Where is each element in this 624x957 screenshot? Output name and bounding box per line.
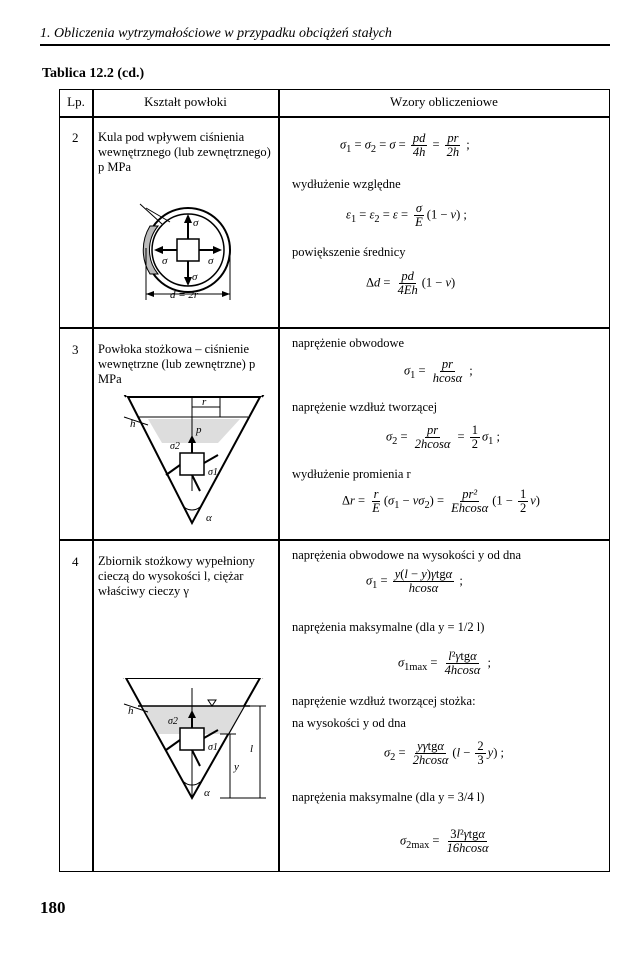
table-caption: Tablica 12.2 (cd.): [42, 66, 145, 81]
label-hoop-stress: naprężenie obwodowe: [292, 336, 405, 350]
running-header: 1. Obliczenia wytrzymałościowe w przypad…: [40, 26, 392, 41]
row-divider: [60, 539, 609, 541]
label-relative-elongation: wydłużenie względne: [292, 177, 401, 191]
sigma-label: σ: [192, 271, 198, 283]
column-header-formulas: Wzory obliczeniowe: [390, 94, 498, 109]
sphere-figure: σ σ σ σ d = 2r: [139, 203, 231, 301]
row-divider: [60, 116, 609, 118]
alpha-label: α: [206, 512, 212, 524]
row-shape-description: Kula pod wpływem ciśnienia wewnętrznego …: [98, 130, 271, 174]
diameter-label: d = 2r: [170, 289, 199, 301]
row-shape-description: Zbiornik stożkowy wypełniony cieczą do w…: [98, 554, 255, 598]
radius-label: r: [202, 396, 207, 408]
sigma-label: σ: [162, 255, 168, 267]
label-max-stress-2: naprężenia maksymalne (dla y = 3/4 l): [292, 790, 485, 804]
label-hoop-stress-at-y: naprężenia obwodowe na wysokości y od dn…: [292, 548, 522, 562]
label-radius-elongation: wydłużenie promienia r: [292, 467, 411, 481]
row-number: 3: [72, 342, 79, 357]
header-rule: [40, 44, 610, 46]
cone-liquid-figure: h σ2 σ1 α l y: [122, 678, 266, 801]
formula-table: Lp. Kształt powłoki Wzory obliczeniowe 2…: [59, 89, 610, 872]
label-diameter-increase: powiększenie średnicy: [292, 245, 406, 259]
pressure-label: p: [195, 424, 202, 436]
thickness-label: h: [128, 705, 134, 717]
sigma-label: σ: [208, 255, 214, 267]
sigma2-label: σ2: [168, 716, 178, 727]
label-meridional-stress: naprężenie wzdłuż tworzącej: [292, 400, 438, 414]
sigma1-label: σ1: [208, 467, 218, 478]
thickness-label: h: [130, 418, 136, 430]
sigma-label: σ: [193, 217, 199, 229]
col-divider: [92, 90, 94, 871]
row-number: 2: [72, 130, 79, 145]
column-header-shape: Kształt powłoki: [144, 94, 227, 109]
row-number: 4: [72, 554, 79, 569]
row-shape-description: Powłoka stożkowa – ciśnienie wewnętrzne …: [98, 342, 256, 386]
alpha-label: α: [204, 787, 210, 799]
sigma1-label: σ1: [208, 742, 218, 753]
sigma2-label: σ2: [170, 441, 180, 452]
page-number: 180: [40, 898, 66, 917]
label-meridional-stress-cone: naprężenie wzdłuż tworzącej stożka:: [292, 694, 476, 708]
column-header-lp: Lp.: [67, 94, 85, 109]
liquid-height-label: l: [250, 743, 253, 755]
y-height-label: y: [233, 761, 239, 773]
col-divider: [278, 90, 280, 871]
label-at-height-y: na wysokości y od dna: [292, 716, 406, 730]
label-max-stress-1: naprężenia maksymalne (dla y = 1/2 l): [292, 620, 485, 634]
row-divider: [60, 327, 609, 329]
cone-pressure-figure: r h p σ2 σ1 α: [123, 395, 265, 526]
